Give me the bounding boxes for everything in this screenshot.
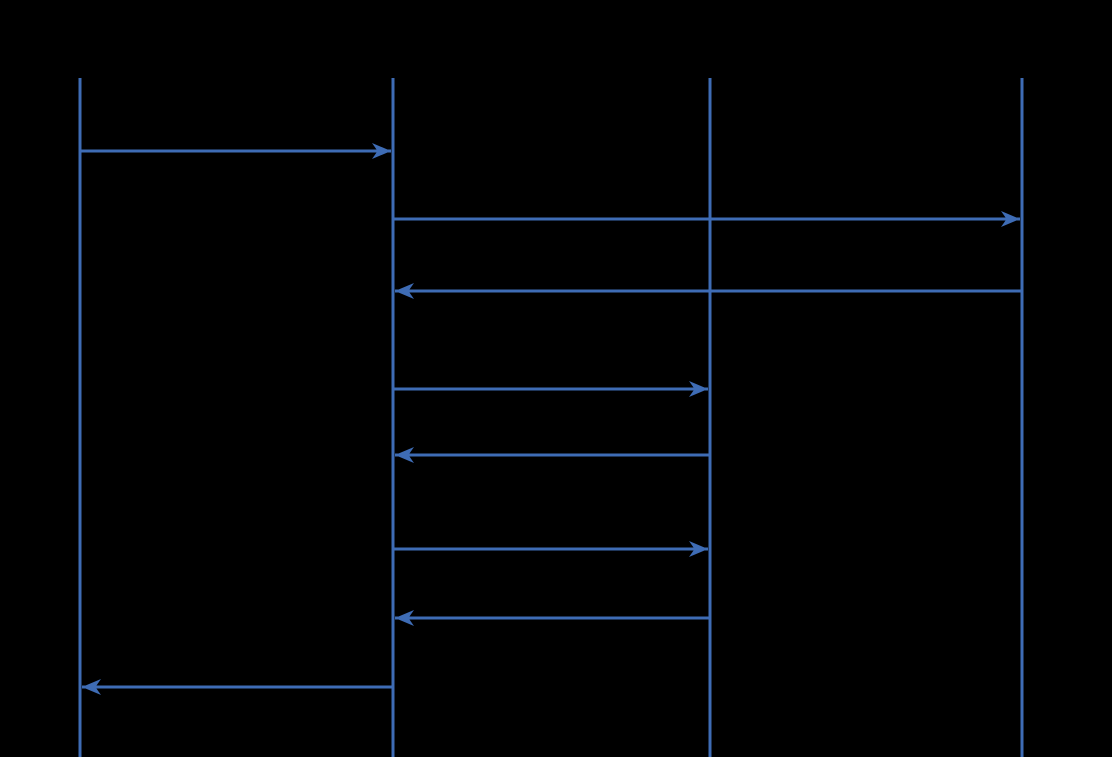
sequence-diagram xyxy=(78,78,1024,757)
diagram-canvas xyxy=(78,78,1024,757)
